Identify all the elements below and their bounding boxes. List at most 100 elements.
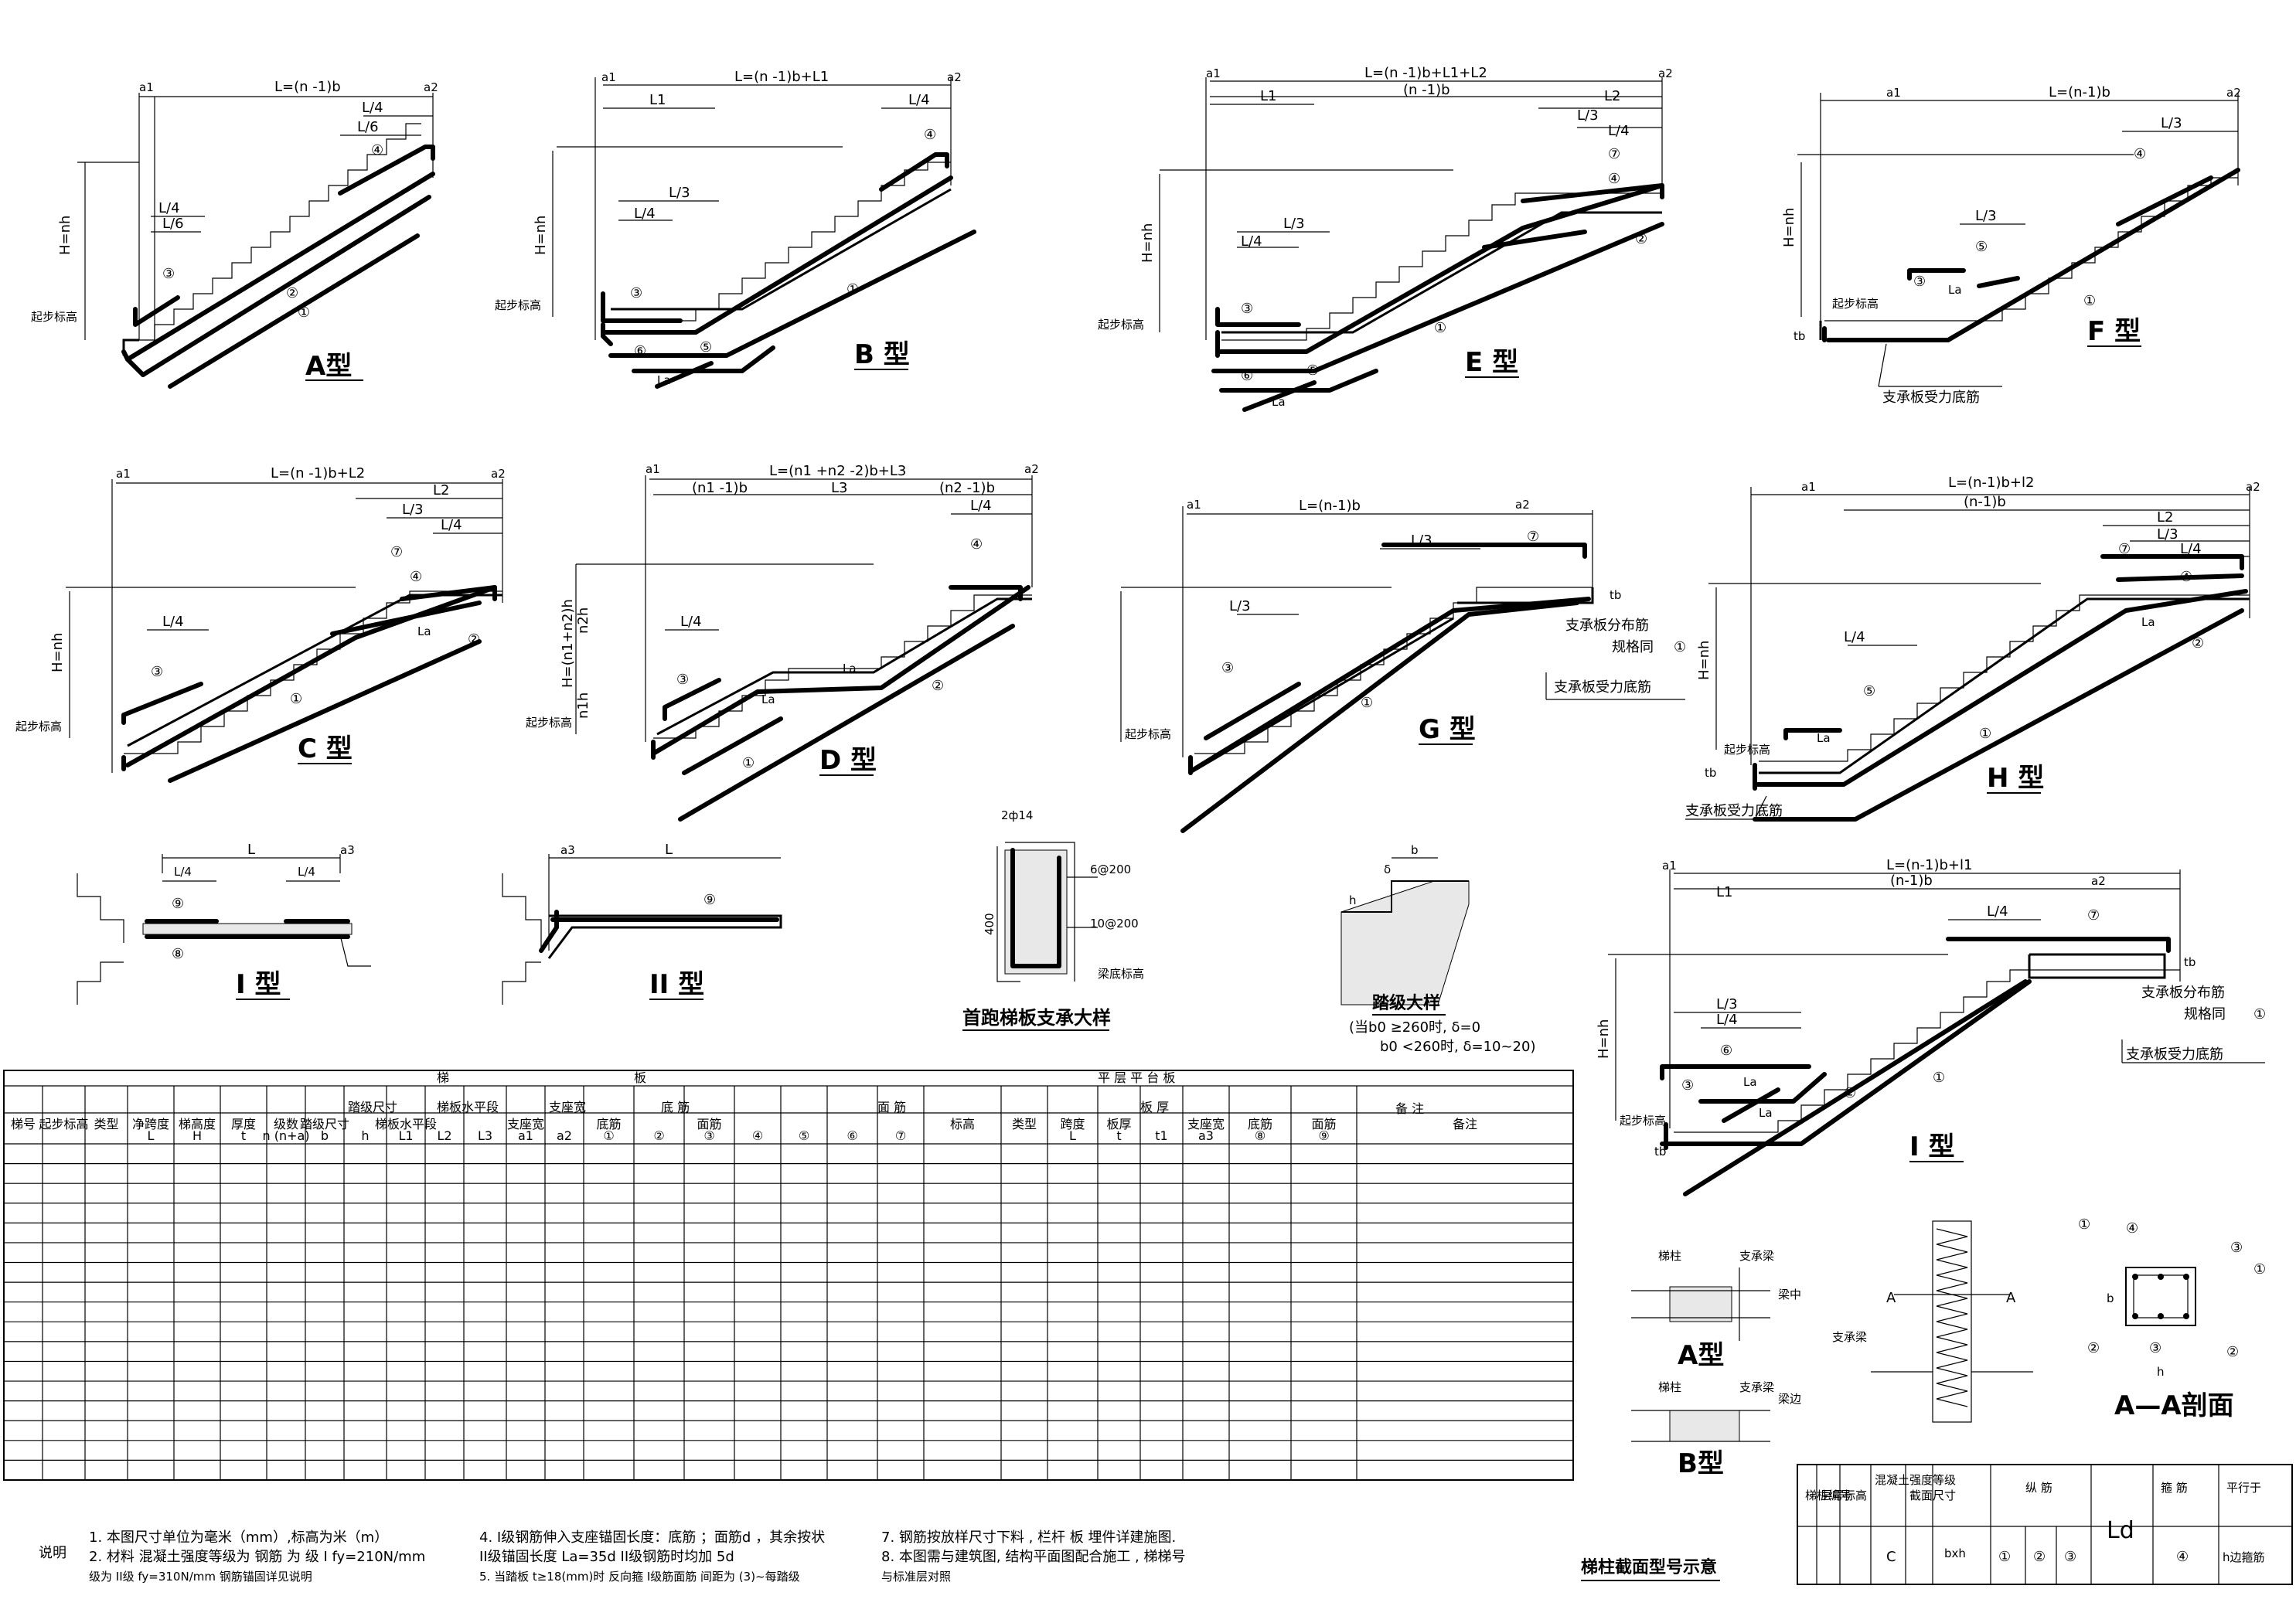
step-detail: b h δ 踏级大样 (当b0 ≥260时, δ=0 b0 <260时, δ=1… xyxy=(1340,843,1536,1055)
bar-1: ① xyxy=(847,281,859,298)
table-subheader-cell: ④ xyxy=(752,1128,763,1143)
bar-6: ⑥ xyxy=(634,343,646,359)
note-4: 4. I级钢筋伸入支座锚固长度：底筋 ；面筋d ，其余按状 xyxy=(479,1529,825,1546)
bar-1: ① xyxy=(1361,695,1373,711)
label-a2: a2 xyxy=(2246,480,2260,494)
note-support-dist-bar: 支承板分布筋 xyxy=(2141,985,2225,1001)
bar-2: ② xyxy=(468,631,480,648)
type-c-title: C 型 xyxy=(298,733,353,764)
label-la-1: La xyxy=(761,692,775,706)
bar-6: ⑥ xyxy=(1720,1043,1732,1059)
label-height: H=nh xyxy=(49,633,66,672)
platform-type-1: L L/4 L/4 a3 ⑨ ⑧ I 型 xyxy=(77,842,371,1005)
span-sub-label: (n-1)b xyxy=(1964,494,2006,510)
label-l3: L/3 xyxy=(1975,208,1997,224)
label-n2h: n2h xyxy=(575,607,591,634)
label-start-elevation: 起步标高 xyxy=(1724,743,1770,757)
label-tb: tb xyxy=(1794,329,1805,343)
table-header-cell: 类型 xyxy=(1012,1117,1037,1131)
bar-2: ② xyxy=(2192,635,2204,652)
label-start-elevation: 起步标高 xyxy=(31,310,77,324)
table-header-cell: 净跨度 xyxy=(132,1117,169,1131)
label-a1: a1 xyxy=(139,80,154,94)
bar-4: ④ xyxy=(924,127,936,143)
table-subheader-cell: t xyxy=(241,1128,246,1143)
label-l3-top: L/3 xyxy=(2157,526,2178,543)
group-horiz-label: 梯板水平段 xyxy=(437,1100,499,1114)
label-bars: 2ф14 xyxy=(1001,808,1033,822)
group-top-label: 面 筋 xyxy=(877,1100,906,1114)
bar-3: ③ xyxy=(630,285,642,301)
table-subheader-cell: L xyxy=(148,1128,155,1143)
table-subheader-cell: n (n+a) xyxy=(262,1128,309,1143)
column-legend-table: 梯柱编号 层号 标高 混凝土强度等级 截面尺寸 纵 筋 箍 筋 平行于 C bx… xyxy=(1797,1464,2293,1585)
span-sub-a: (n1 -1)b xyxy=(692,480,748,496)
table-header-cell: 底筋 xyxy=(596,1117,621,1131)
type-i-title: I 型 xyxy=(1909,1131,1955,1162)
sec-bar-4: ④ xyxy=(2126,1220,2138,1237)
label-l1: L1 xyxy=(1716,884,1732,900)
bar-4: ④ xyxy=(2180,569,2192,585)
column-caption: 梯柱截面型号示意 xyxy=(1581,1557,1717,1577)
section-aa-title: A—A剖面 xyxy=(2114,1390,2234,1421)
label-l3: L/3 xyxy=(1716,996,1738,1012)
legend-col-1: 梯柱编号 xyxy=(1805,1489,1851,1502)
label-height: H=nh xyxy=(1139,223,1156,263)
label-a1: a1 xyxy=(1886,86,1901,100)
bar-4: ④ xyxy=(1608,171,1620,187)
table-subheader-cell: ⑦ xyxy=(895,1128,906,1143)
note-support-dist-bar: 支承板分布筋 xyxy=(1565,618,1649,634)
stair-type-a: a1 a2 L=(n -1)b L/4 L/6 L/4 L/6 H=nh 起步标… xyxy=(31,79,438,389)
label-l3: L/3 xyxy=(1283,216,1305,232)
support-detail-title: 首跑梯板支承大样 xyxy=(962,1007,1111,1029)
span-label: L=(n -1)b+L2 xyxy=(271,465,365,481)
label-a2: a2 xyxy=(491,467,506,481)
legend-col-4: 混凝土强度等级 xyxy=(1875,1473,1956,1487)
label-l4-bottom: L/4 xyxy=(1716,1012,1738,1028)
span-label: L=(n-1)b xyxy=(2049,84,2110,100)
label-column-a: 梯柱 xyxy=(1658,1249,1681,1263)
bar-1: ① xyxy=(742,755,755,771)
legend-val-3: ③ xyxy=(2064,1549,2076,1565)
bar-7: ⑦ xyxy=(2087,907,2100,924)
label-a2: a2 xyxy=(947,70,962,84)
label-start-elevation: 起步标高 xyxy=(495,298,541,312)
table-subheader-cell: L xyxy=(1069,1128,1076,1143)
group-bottom-label: 底 筋 xyxy=(661,1100,690,1114)
type-g-title: G 型 xyxy=(1419,714,1476,745)
label-la-2: La xyxy=(843,662,857,675)
type-e-title: E 型 xyxy=(1465,347,1518,378)
col-type-b-title: B型 xyxy=(1678,1448,1724,1479)
table-subheader-cell: a2 xyxy=(557,1128,572,1143)
label-l6-top: L/6 xyxy=(357,119,379,135)
label-n1h: n1h xyxy=(575,692,591,719)
label-l4-bottom: L/4 xyxy=(162,614,184,630)
label-start-elevation: 起步标高 xyxy=(15,720,62,733)
span-label: L=(n -1)b+L1+L2 xyxy=(1364,65,1487,81)
label-height: H=nh xyxy=(1696,641,1712,680)
bar-1: ① xyxy=(298,305,310,321)
step-note-2: b0 <260时, δ=10~20) xyxy=(1380,1039,1536,1055)
label-beam-edge: 梁边 xyxy=(1778,1392,1801,1406)
table-subheader-cell: a3 xyxy=(1198,1128,1214,1143)
label-la-1: La xyxy=(1817,731,1831,745)
label-la: La xyxy=(1948,283,1962,297)
dim-b: b xyxy=(2107,1291,2114,1305)
label-tb-2: tb xyxy=(2184,955,2196,969)
bar-3: ③ xyxy=(676,672,689,688)
label-l3-top: L/3 xyxy=(402,502,424,518)
label-l4-top: L/4 xyxy=(970,498,992,514)
label-l3-top: L/3 xyxy=(1577,107,1599,124)
table-subheader-cell: ⑧ xyxy=(1255,1128,1266,1143)
label-stirrup-2: 10@200 xyxy=(1090,917,1139,931)
legend-val-bxh: bxh xyxy=(1944,1546,1966,1560)
label-height: H=nh xyxy=(1781,208,1797,247)
bar-2: ② xyxy=(1635,231,1647,247)
bar-5: ⑤ xyxy=(700,339,712,356)
label-tb: tb xyxy=(1610,588,1621,602)
label-a2: a2 xyxy=(2226,86,2241,100)
bar-4: ④ xyxy=(371,142,383,158)
label-l3-top: L/3 xyxy=(2161,115,2182,131)
table-header-cell: 跨度 xyxy=(1060,1117,1085,1131)
label-l4-left: L/4 xyxy=(174,865,192,879)
